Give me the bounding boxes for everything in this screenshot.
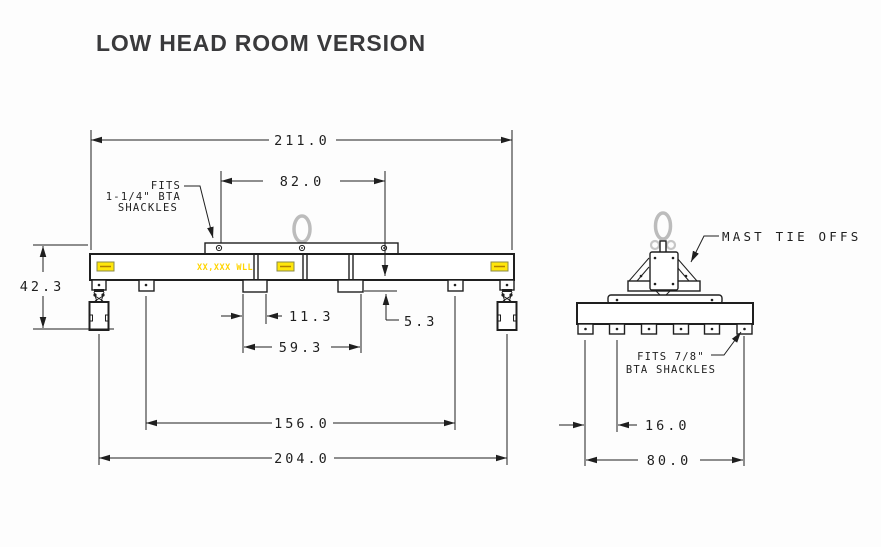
dim-foot-drop: 5.3 — [404, 314, 437, 330]
dim-outer-shackle-span: 204.0 — [274, 451, 330, 467]
shackle-tab — [672, 323, 690, 335]
drawing-title: LOW HEAD ROOM VERSION — [96, 30, 426, 56]
gusset — [628, 257, 698, 282]
dim-overall-length: 211.0 — [274, 133, 330, 149]
dim-inner-shackle-span: 156.0 — [274, 416, 330, 432]
leader-arrow — [690, 235, 719, 263]
pin — [659, 240, 667, 254]
hoist-ring-icon — [292, 214, 312, 244]
dim-beam-height: 42.3 — [20, 279, 65, 295]
dim-overall-width: 80.0 — [647, 453, 692, 469]
dim-top-plate-span: 82.0 — [280, 174, 325, 190]
shackle-icon — [88, 288, 110, 331]
mast-tie-off-block — [649, 251, 679, 291]
beam-cross-section — [576, 302, 754, 325]
leader-arrow — [711, 331, 742, 356]
dim-tab-spacing: 16.0 — [645, 418, 690, 434]
wll-label: XX,XXX WLL — [197, 263, 253, 273]
shackle-icon — [496, 288, 518, 331]
end-shackle-note-line1: FITS 7/8" — [637, 351, 705, 363]
chain-link-icon — [665, 239, 677, 251]
pin-hole — [298, 244, 306, 252]
end-shackle-note-line2: BTA SHACKLES — [626, 364, 716, 376]
pin-hole — [380, 244, 388, 252]
lifting-beam — [89, 253, 515, 281]
shackle-tab — [640, 323, 658, 335]
beam-section-dividers — [253, 255, 354, 279]
chain-link-icon — [649, 239, 661, 251]
front-shackle-note-line3: SHACKLES — [118, 202, 178, 214]
dim-foot-width: 11.3 — [289, 309, 334, 325]
shackle-tab — [577, 323, 594, 335]
fork-foot — [337, 279, 364, 293]
front-shackle-note-line1: FITS — [151, 180, 181, 192]
shackle-tab — [608, 323, 626, 335]
pin-hole — [215, 244, 223, 252]
fork-foot — [242, 279, 268, 293]
shackle-tab — [736, 323, 753, 335]
shackle-tab — [703, 323, 721, 335]
leader-arrow — [184, 185, 214, 239]
end-view: MAST TIE OFFS FITS 7/8" BTA SHACKLES 1 — [559, 211, 861, 469]
dim-foot-span: 59.3 — [279, 340, 324, 356]
mast-tie-offs-label: MAST TIE OFFS — [722, 229, 861, 244]
hoist-ring-icon — [653, 211, 673, 241]
front-view: 211.0 82.0 FITS 1-1/4" BTA SHACKLES — [20, 130, 518, 467]
front-shackle-note-line2: 1-1/4" BTA — [106, 191, 181, 203]
